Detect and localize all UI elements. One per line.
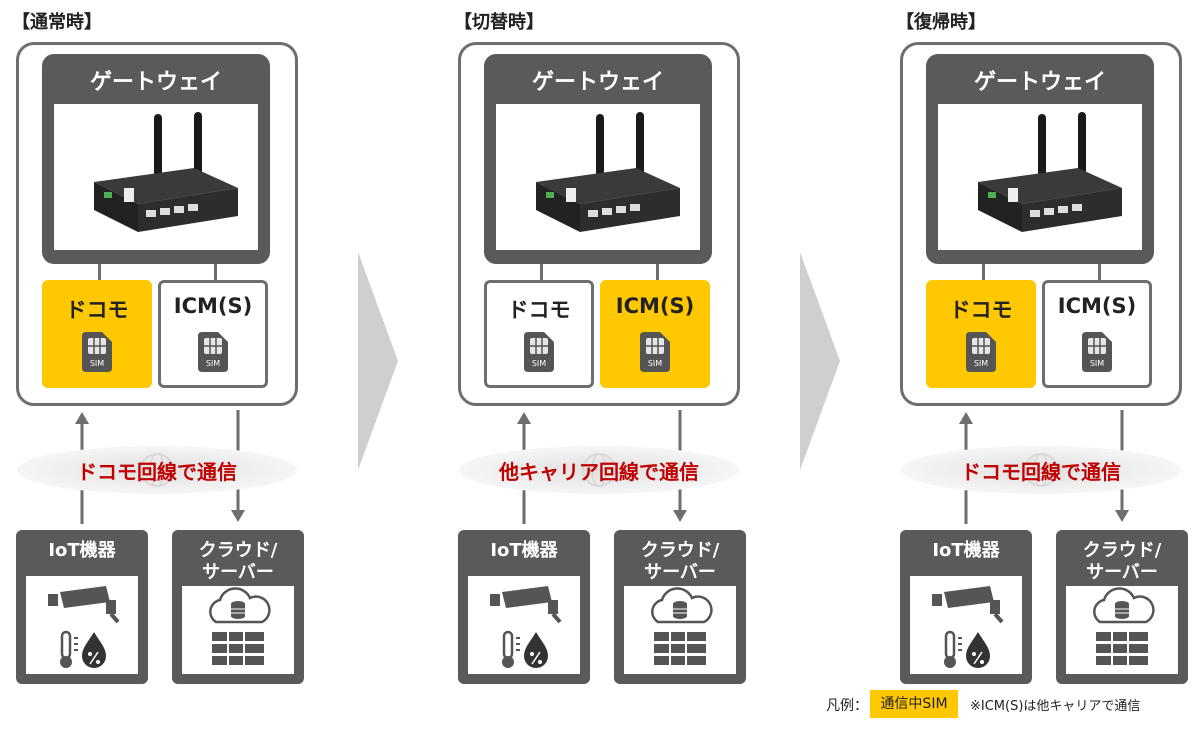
iot-device-title: IoT機器: [48, 540, 116, 561]
cloud-database-icon: [1093, 587, 1155, 624]
network-ellipse: [459, 446, 739, 494]
humidity-icon: [524, 632, 548, 668]
sim-label: ICM(S): [173, 294, 253, 318]
cloud-server-title-line2: サーバー: [202, 562, 274, 583]
humidity-icon: [82, 632, 106, 668]
cloud-server-image: [182, 586, 294, 674]
router-icon: [978, 112, 1122, 232]
svg-text:SIM: SIM: [532, 359, 546, 368]
camera-icon: [490, 586, 562, 624]
gateway-title: ゲートウェイ: [89, 70, 222, 95]
connector-line: [98, 264, 101, 282]
camera-icon: [932, 586, 1004, 624]
iot-device-image: [910, 576, 1022, 674]
network-ellipse: [901, 446, 1181, 494]
transition-chevron-1: [358, 252, 398, 470]
sim-label: ICM(S): [615, 294, 695, 318]
connector-line: [982, 264, 985, 282]
line-status-text: ドコモ回線で通信: [961, 460, 1121, 484]
gateway-title: ゲートウェイ: [531, 70, 664, 95]
legend-label: 凡例：: [826, 698, 868, 714]
sim-label: ICM(S): [1057, 294, 1137, 318]
thermometer-icon: [60, 630, 78, 668]
legend-active-sim-swatch: 通信中SIM: [870, 690, 958, 718]
iot-device-image: [26, 576, 138, 674]
iot-device-title: IoT機器: [932, 540, 1000, 561]
sim-card-icon: SIM: [966, 332, 996, 372]
svg-text:SIM: SIM: [90, 359, 104, 368]
panel-title: 【切替時】: [454, 12, 544, 33]
iot-device-image: [468, 576, 580, 674]
cloud-server-title: クラウド/ サーバー: [172, 540, 304, 584]
sim-card-icon: SIM: [524, 332, 554, 372]
cloud-server-title-line2: サーバー: [1086, 562, 1158, 583]
cloud-server-title: クラウド/ サーバー: [1056, 540, 1188, 584]
svg-text:SIM: SIM: [1090, 359, 1104, 368]
sim-slot-icm: ICM(S) SIM: [600, 280, 710, 388]
sim-slot-icm: ICM(S) SIM: [158, 280, 268, 388]
gateway-box: ゲートウェイ: [42, 54, 270, 264]
iot-device-box: IoT機器: [458, 530, 590, 684]
server-rack-icon: [212, 632, 264, 665]
svg-text:SIM: SIM: [974, 359, 988, 368]
panel-recovery: 【復帰時】 ゲートウェイ ドコモ: [896, 0, 1196, 700]
sim-slot-docomo: ドコモ SIM: [42, 280, 152, 388]
router-image: [496, 104, 700, 250]
gateway-title: ゲートウェイ: [973, 70, 1106, 95]
cloud-server-box: クラウド/ サーバー: [1056, 530, 1188, 684]
sim-label: ドコモ: [949, 298, 1013, 322]
cloud-server-title-line1: クラウド/: [198, 540, 278, 561]
router-image: [938, 104, 1142, 250]
router-icon: [536, 112, 680, 232]
cloud-server-box: クラウド/ サーバー: [172, 530, 304, 684]
sim-slot-docomo: ドコモ SIM: [484, 280, 594, 388]
connector-line: [214, 264, 217, 282]
sim-card-icon: SIM: [1082, 332, 1112, 372]
transition-chevron-2: [800, 252, 840, 470]
line-status-text: ドコモ回線で通信: [77, 460, 237, 484]
legend-note: ※ICM(S)は他キャリアで通信: [970, 699, 1141, 714]
svg-text:SIM: SIM: [206, 359, 220, 368]
sim-card-icon: SIM: [640, 332, 670, 372]
cloud-database-icon: [209, 587, 271, 624]
line-status-text: 他キャリア回線で通信: [499, 460, 699, 484]
gateway-box: ゲートウェイ: [484, 54, 712, 264]
gateway-box: ゲートウェイ: [926, 54, 1154, 264]
iot-device-box: IoT機器: [16, 530, 148, 684]
cloud-server-title-line1: クラウド/: [1082, 540, 1162, 561]
sim-card-icon: SIM: [82, 332, 112, 372]
connector-line: [540, 264, 543, 282]
panel-title: 【復帰時】: [896, 12, 986, 33]
sim-card-icon: SIM: [198, 332, 228, 372]
svg-text:SIM: SIM: [648, 359, 662, 368]
humidity-icon: [966, 632, 990, 668]
sim-label: ドコモ: [65, 298, 129, 322]
server-rack-icon: [654, 632, 706, 665]
cloud-server-title-line2: サーバー: [644, 562, 716, 583]
cloud-server-title-line1: クラウド/: [640, 540, 720, 561]
iot-device-title: IoT機器: [490, 540, 558, 561]
network-ellipse: [17, 446, 297, 494]
cloud-server-image: [1066, 586, 1178, 674]
sim-label: ドコモ: [507, 298, 571, 322]
camera-icon: [48, 586, 120, 624]
cloud-database-icon: [651, 587, 713, 624]
panel-title: 【通常時】: [12, 12, 102, 33]
cloud-server-title: クラウド/ サーバー: [614, 540, 746, 584]
cloud-server-box: クラウド/ サーバー: [614, 530, 746, 684]
iot-device-box: IoT機器: [900, 530, 1032, 684]
sim-slot-icm: ICM(S) SIM: [1042, 280, 1152, 388]
panel-normal: 【通常時】 ゲートウェイ ドコモ: [12, 0, 312, 700]
router-icon: [94, 112, 238, 232]
router-image: [54, 104, 258, 250]
sim-slot-docomo: ドコモ SIM: [926, 280, 1036, 388]
thermometer-icon: [502, 630, 520, 668]
cloud-server-image: [624, 586, 736, 674]
connector-line: [656, 264, 659, 282]
thermometer-icon: [944, 630, 962, 668]
server-rack-icon: [1096, 632, 1148, 665]
panel-switching: 【切替時】 ゲートウェイ ドコモ: [454, 0, 754, 700]
connector-line: [1098, 264, 1101, 282]
